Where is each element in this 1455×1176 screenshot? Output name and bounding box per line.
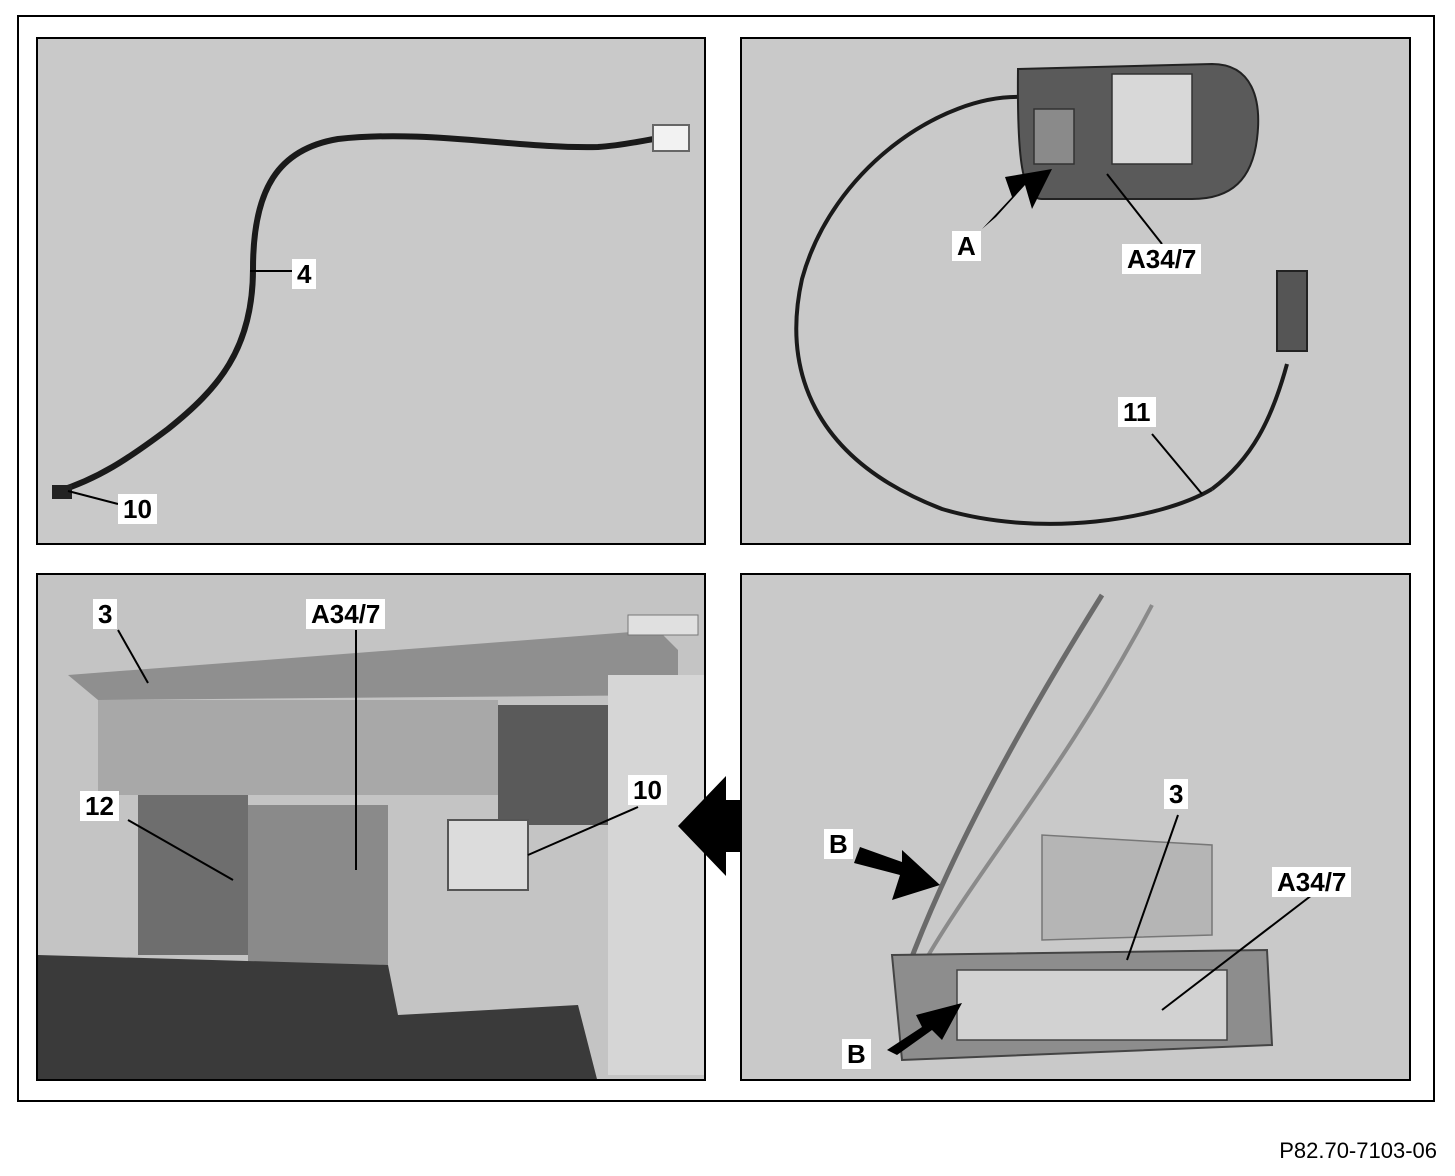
label-11: 11 [1118, 397, 1156, 427]
right-wall [608, 675, 704, 1075]
label-10: 10 [118, 494, 157, 524]
label-3-right: 3 [1164, 779, 1189, 809]
cable-end-connector [652, 124, 690, 152]
removal-illustration [854, 593, 1313, 1062]
arrow-b-lower [887, 1003, 962, 1055]
label-b-upper: B [824, 829, 853, 859]
leader-line-10-left [527, 806, 639, 856]
cable-a [904, 593, 1105, 971]
part-3-top-rail [68, 630, 678, 700]
label-10-left: 10 [628, 775, 667, 805]
connector-10-shape [52, 485, 72, 499]
panel-installed-view: 3 A34/7 12 10 [36, 573, 706, 1081]
label-a: A [952, 231, 981, 261]
lower-shadow [38, 955, 597, 1079]
leader-line-a34-7 [1106, 173, 1163, 245]
left-opening [138, 795, 248, 955]
label-4: 4 [292, 259, 317, 289]
cable-11-connector [1276, 270, 1308, 352]
right-cavity [498, 705, 608, 825]
module-socket [1033, 108, 1075, 165]
module-illustration [794, 62, 1308, 526]
leader-line-12 [127, 819, 234, 881]
leader-line-3-left [117, 629, 149, 684]
label-a34-7-right: A34/7 [1272, 867, 1352, 897]
clip [627, 614, 699, 636]
cable-illustration [52, 124, 690, 505]
panel-cable-4: 4 10 [36, 37, 706, 545]
connector-10-block [447, 819, 529, 891]
module-a34-7-housed [956, 969, 1228, 1041]
label-a34-7-left: A34/7 [306, 599, 386, 629]
arrow-a-shape [982, 169, 1052, 229]
label-3-left: 3 [93, 599, 118, 629]
leader-line-10 [67, 490, 119, 505]
panel-module-a34-7: A A34/7 11 [740, 37, 1411, 545]
label-12: 12 [80, 791, 119, 821]
leader-line-a34-7-right [1161, 894, 1313, 1011]
leader-line-11 [1151, 433, 1203, 495]
installed-illustration [38, 575, 704, 1079]
panel-removal-view: B B 3 A34/7 [740, 573, 1411, 1081]
arrow-b-upper [854, 847, 940, 900]
upper-cover [98, 700, 498, 795]
module-sticker [1111, 73, 1193, 165]
bracket [1041, 834, 1213, 941]
direction-arrow-left [678, 776, 742, 876]
label-a34-7-top: A34/7 [1122, 244, 1202, 274]
label-b-lower: B [842, 1039, 871, 1069]
figure-code: P82.70-7103-06 [1279, 1138, 1437, 1163]
cable-b [915, 604, 1154, 976]
leader-line-3-right [1126, 814, 1179, 961]
